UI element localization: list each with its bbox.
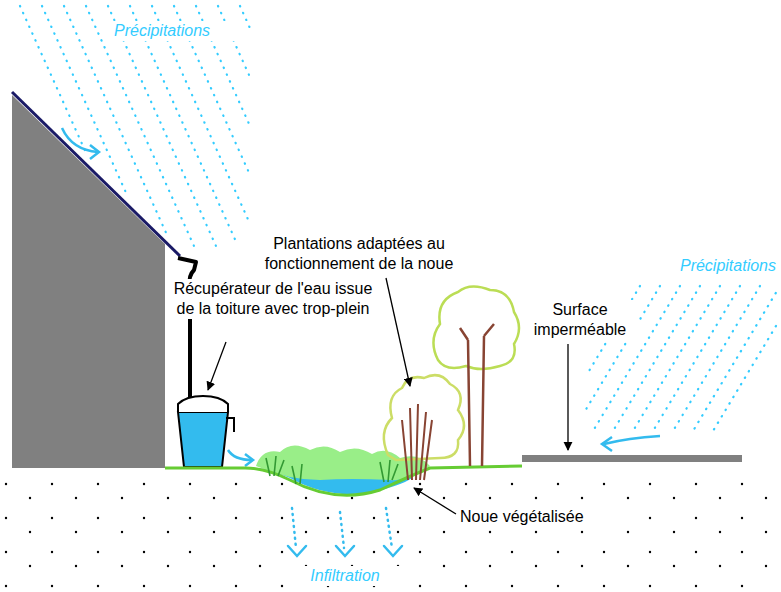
part-label: Plantations adaptées au fonctionnement d… — [236, 234, 482, 274]
rain-line — [632, 286, 720, 432]
process-label: Infiltration — [290, 566, 400, 586]
barrel-lid — [178, 396, 228, 412]
rain-line — [692, 293, 775, 432]
flow-arrow — [245, 454, 253, 466]
impermeable-surface — [522, 455, 742, 462]
flow-arrow — [90, 145, 99, 159]
rain-line — [652, 286, 740, 432]
rain-barrel — [178, 412, 228, 467]
rain-label: Précipitations — [112, 21, 248, 41]
shrub-stems — [402, 404, 432, 480]
rain-line — [130, 6, 240, 250]
rain-line — [218, 6, 250, 78]
tree-trunk — [460, 324, 494, 466]
ground-line — [165, 466, 522, 495]
rain-line — [672, 286, 760, 432]
overflow-pipe — [226, 418, 234, 432]
shrub — [384, 375, 464, 460]
tree-crown — [433, 286, 519, 369]
flow-arrow — [604, 436, 660, 444]
infiltration-arrows — [288, 508, 402, 556]
house-wall — [12, 95, 165, 468]
part-label: Surface imperméable — [522, 300, 638, 340]
part-label: Récupérateur de l'eau issue de la toitur… — [170, 279, 376, 319]
grass-blades — [266, 456, 398, 484]
part-label: Noue végétalisée — [458, 507, 618, 527]
flow-arrow — [602, 437, 612, 451]
soil — [0, 470, 781, 592]
rain-line — [712, 326, 776, 432]
roof — [12, 92, 180, 256]
rain-label: Précipitations — [660, 256, 778, 276]
